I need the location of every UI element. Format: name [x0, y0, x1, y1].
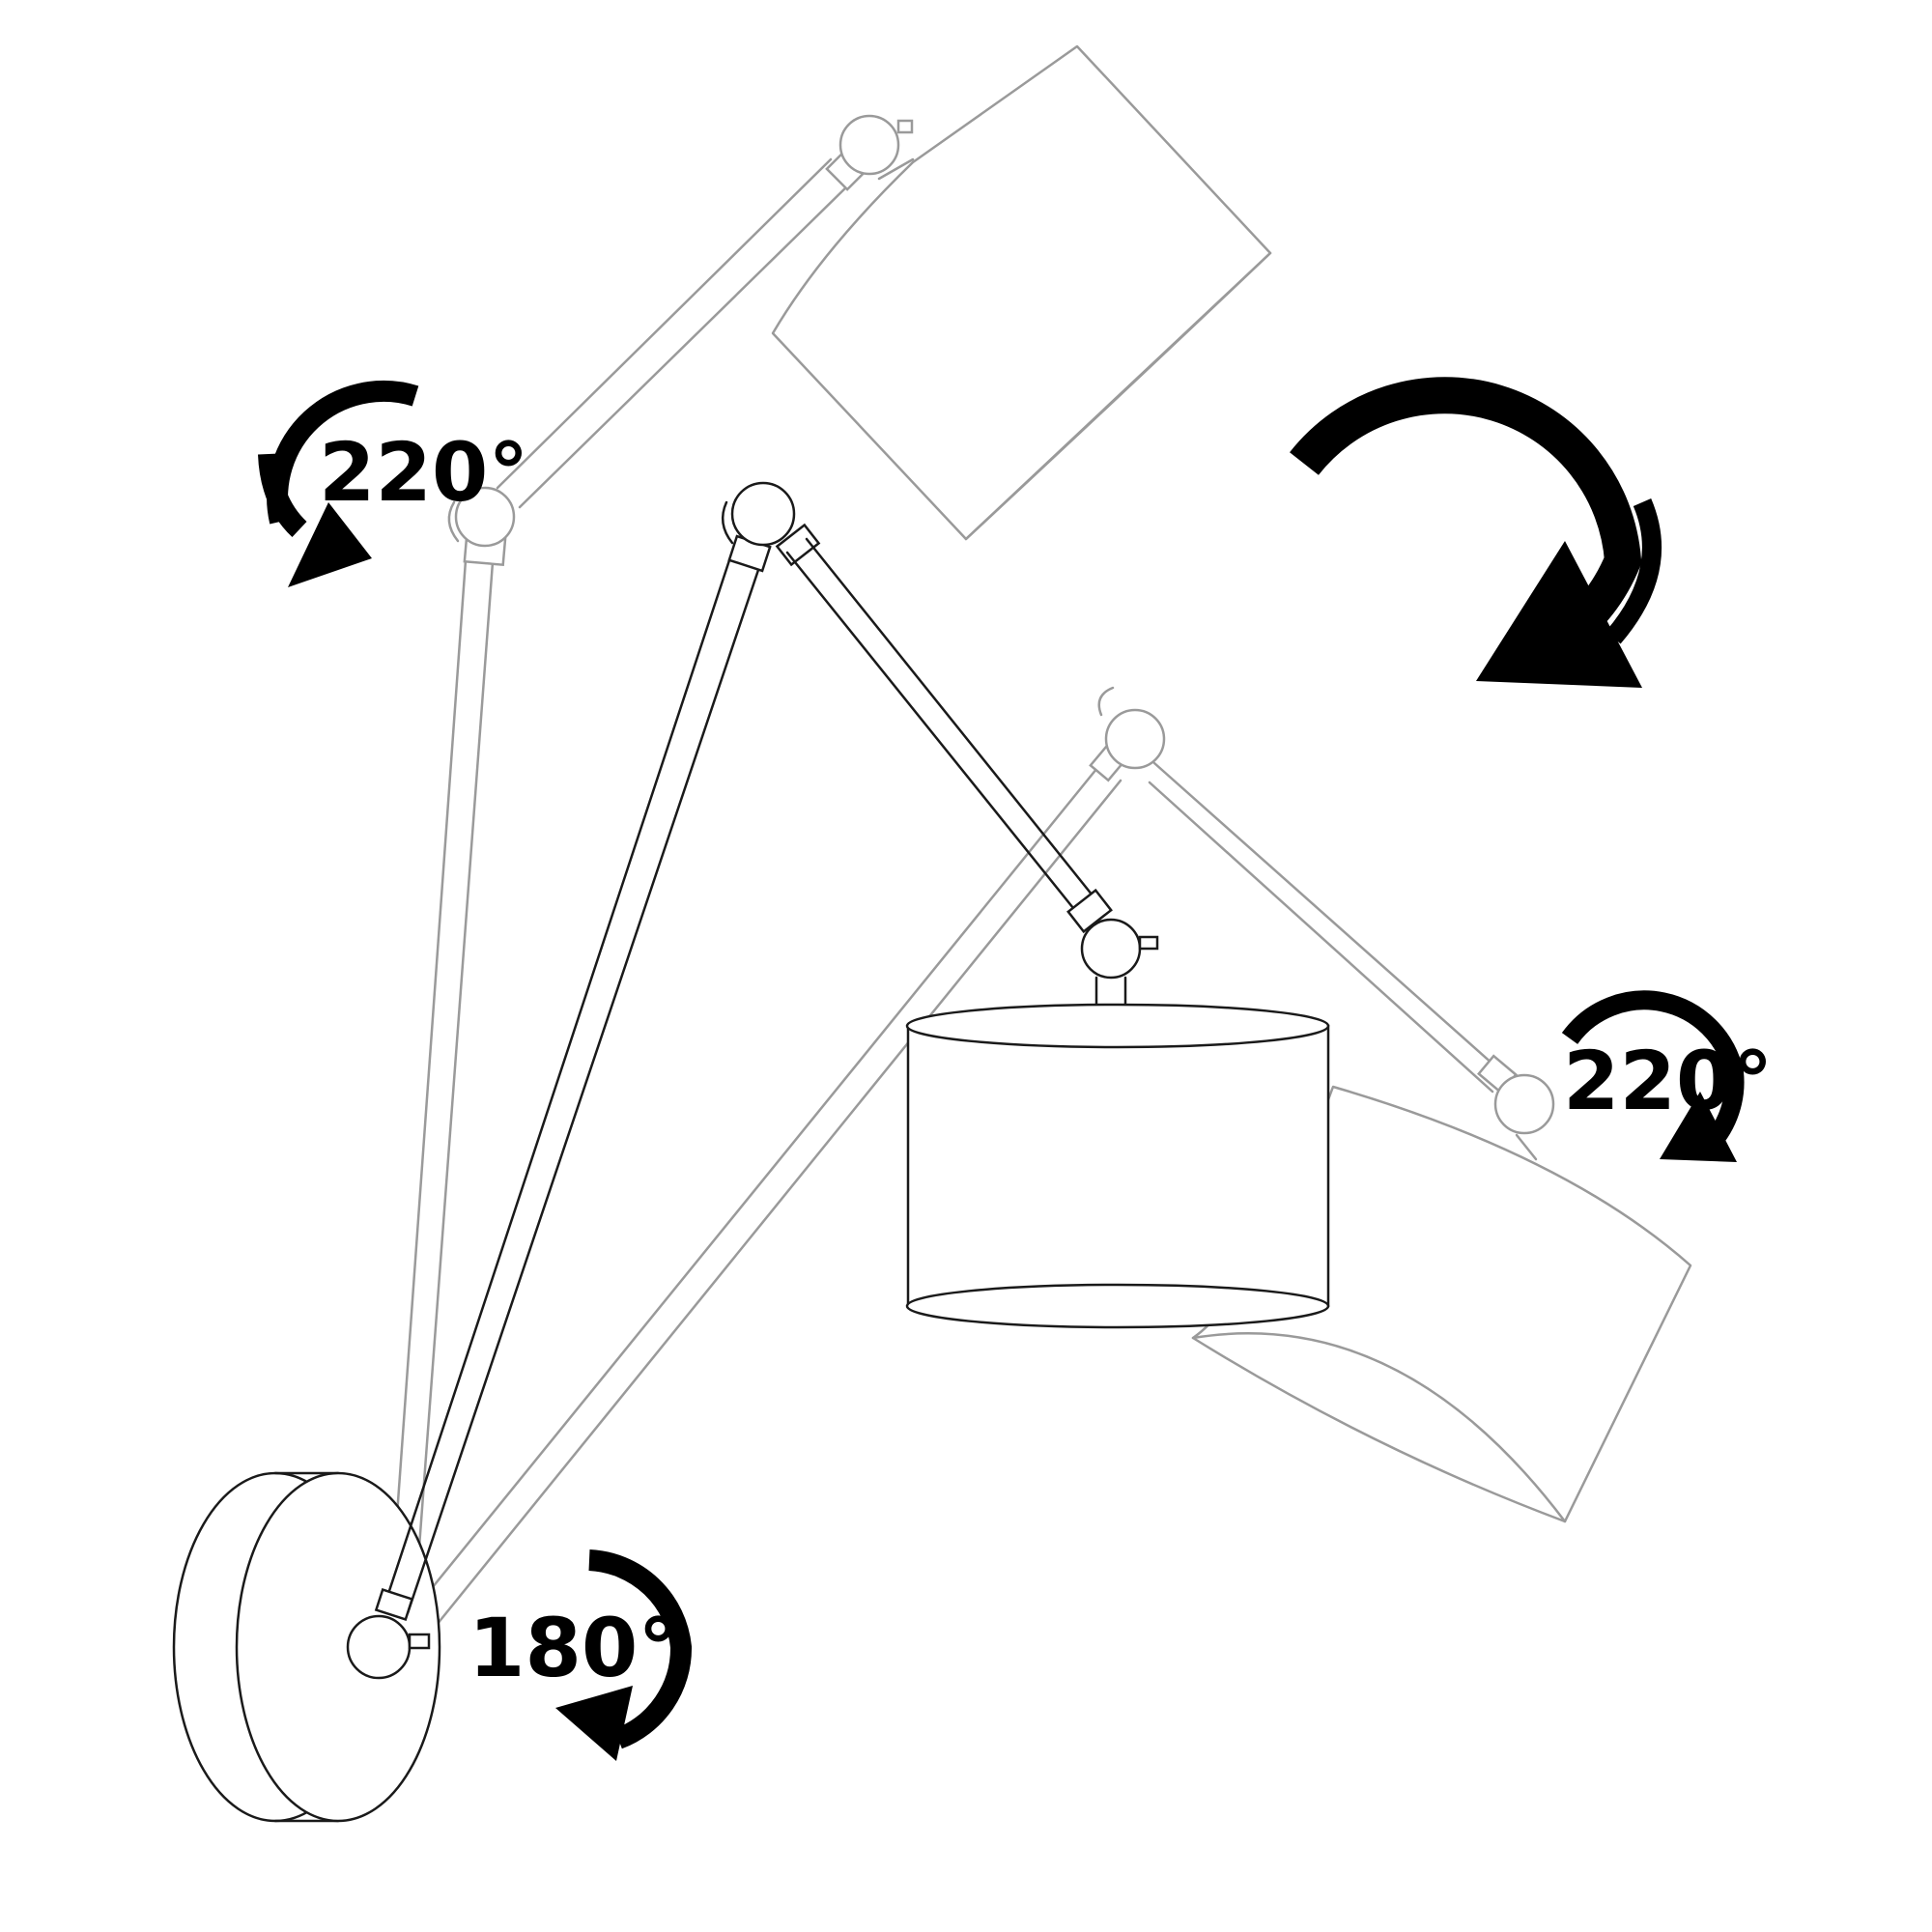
lamp-shade [905, 1003, 1330, 1329]
rotation-arrow-upper-left [258, 380, 419, 587]
rotation-arrow-base [555, 1549, 693, 1761]
elbow-joint [721, 481, 821, 573]
rotation-arrow-large [1290, 377, 1662, 688]
alternate-position-raised [387, 44, 1272, 1627]
shade-joint [1066, 888, 1159, 1007]
shade-joint-angle-label: 220° [1563, 1034, 1773, 1128]
base-angle-label: 180° [469, 1601, 678, 1695]
active-position [172, 481, 1330, 1823]
rotation-arrow-right [1561, 990, 1745, 1162]
upper-joint-angle-label: 220° [319, 425, 528, 520]
wall-base [172, 1471, 441, 1823]
